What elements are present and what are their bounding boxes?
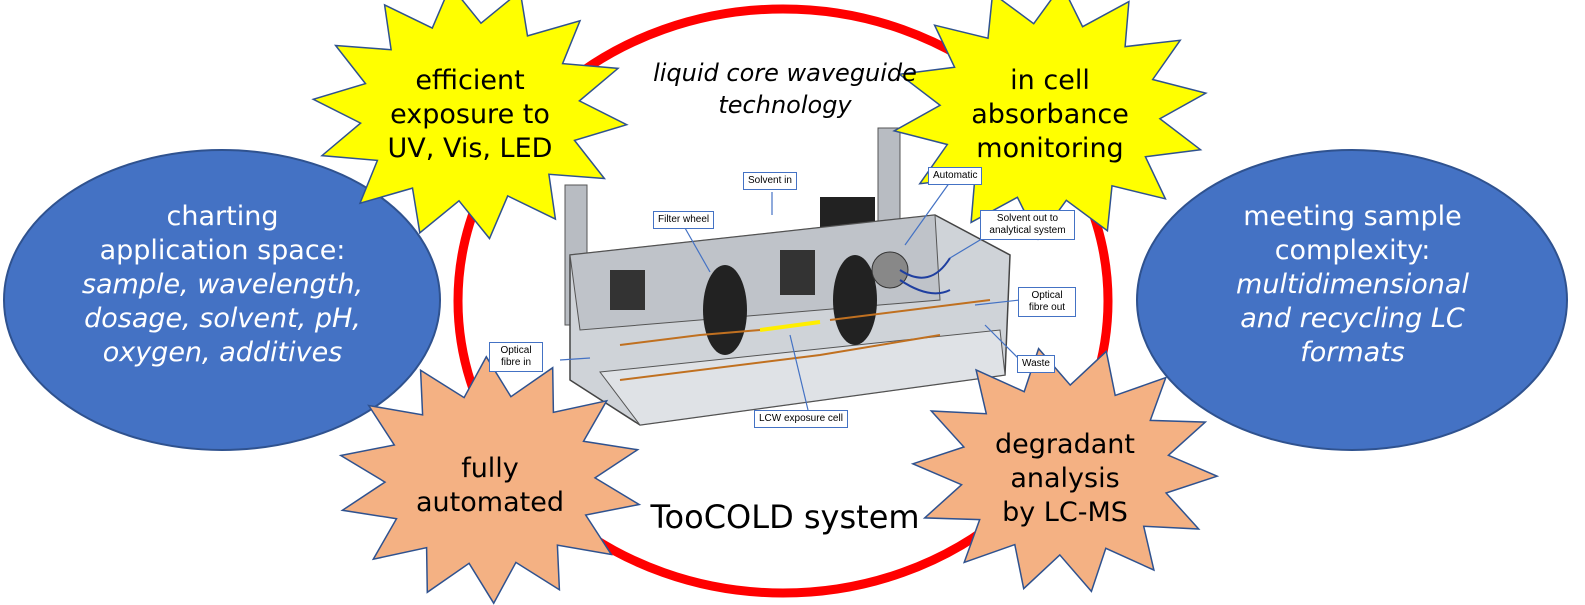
star-bottom-left (338, 355, 642, 605)
ellipse-italic-line: multidimensional (1236, 269, 1469, 300)
left-ellipse-text: charting application space: sample, wave… (20, 200, 425, 370)
label-solvent-out: Solvent out to analytical system (980, 210, 1075, 240)
label-solvent-in: Solvent in (743, 172, 797, 190)
star-top-right (892, 0, 1208, 241)
device-illustration (559, 127, 1021, 426)
star-bottom-right-text: degradant analysis by LC-MS (965, 428, 1165, 530)
ellipse-italic-line: dosage, solvent, pH, (84, 303, 361, 334)
star-line: degradant (995, 429, 1135, 460)
center-title: TooCOLD system (650, 498, 920, 536)
star-top-left-text: efficient exposure to UV, Vis, LED (370, 64, 570, 166)
top-caption-line: technology (718, 91, 852, 119)
ellipse-line: complexity: (1274, 235, 1431, 266)
ellipse-italic-line: and recycling LC (1240, 303, 1465, 334)
star-line: analysis (1010, 463, 1120, 494)
label-optical-fibre-out: Optical fibre out (1018, 287, 1076, 317)
star-top-left (311, 0, 629, 240)
right-blue-ellipse (1136, 149, 1568, 451)
star-line: monitoring (976, 133, 1124, 164)
ellipse-line: charting (166, 201, 279, 232)
red-ring (453, 4, 1113, 598)
star-line: exposure to (390, 99, 550, 130)
star-bottom-left-text: fully automated (390, 452, 590, 520)
star-line: automated (416, 487, 564, 518)
label-filter-wheel: Filter wheel (653, 211, 715, 229)
star-line: efficient (415, 65, 525, 96)
star-line: UV, Vis, LED (387, 133, 553, 164)
star-line: by LC-MS (1002, 497, 1128, 528)
ellipse-italic-line: oxygen, additives (102, 337, 343, 368)
starbursts (311, 0, 1220, 605)
label-lcw-exposure-cell: LCW exposure cell (754, 410, 848, 428)
star-top-right-text: in cell absorbance monitoring (950, 64, 1150, 166)
label-waste: Waste (1017, 355, 1055, 373)
star-line: in cell (1010, 65, 1090, 96)
ellipse-line: application space: (99, 235, 346, 266)
ellipse-italic-line: sample, wavelength, (81, 269, 364, 300)
ellipse-line: meeting sample (1243, 201, 1462, 232)
label-optical-fibre-in: Optical fibre in (489, 342, 543, 372)
right-ellipse-text: meeting sample complexity: multidimensio… (1150, 200, 1555, 370)
left-blue-ellipse (3, 149, 441, 451)
star-line: absorbance (971, 99, 1129, 130)
top-caption-line: liquid core waveguide (653, 59, 917, 87)
label-automatic: Automatic (928, 167, 983, 185)
star-line: fully (461, 453, 519, 484)
top-caption: liquid core waveguide technology (620, 57, 950, 121)
star-bottom-right (910, 347, 1220, 593)
ellipse-italic-line: formats (1300, 337, 1405, 368)
